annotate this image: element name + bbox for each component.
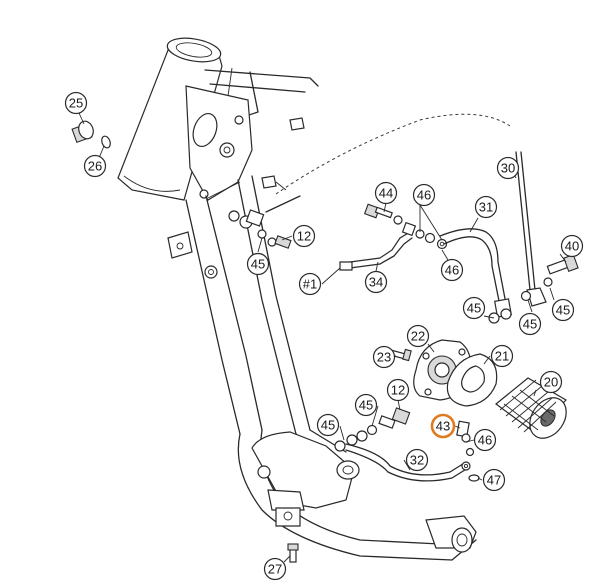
callout-45-center-mid[interactable]: 45 (518, 312, 542, 336)
callout-label: 45 (556, 303, 570, 318)
callout-label: 31 (479, 200, 493, 215)
callout-46-bottom[interactable]: 46 (473, 428, 497, 452)
callout-34[interactable]: 34 (364, 270, 388, 294)
callout-45-lower-right[interactable]: 45 (354, 393, 378, 417)
callout-46-mid[interactable]: 46 (440, 258, 464, 282)
callout-47[interactable]: 47 (482, 468, 506, 492)
callout-label: 12 (297, 229, 311, 244)
callout-22[interactable]: 22 (406, 324, 430, 348)
callouts: 25 26 44 46 31 30 12 45 46 40 #1 34 45 4… (64, 91, 584, 581)
callout-label: 23 (377, 350, 391, 365)
callout-label: 40 (565, 239, 579, 254)
callout-32[interactable]: 32 (405, 448, 429, 472)
callout-label: 34 (369, 275, 383, 290)
callout-label: 45 (251, 257, 265, 272)
callout-45-head[interactable]: 45 (246, 252, 270, 276)
callout-21[interactable]: 21 (490, 344, 514, 368)
callout-label: 46 (445, 263, 459, 278)
callout-45-left-mid[interactable]: 45 (462, 296, 486, 320)
callout-label: 32 (410, 453, 424, 468)
callout-31[interactable]: 31 (474, 195, 498, 219)
callout-label: 30 (501, 161, 515, 176)
callout-label: 22 (411, 329, 425, 344)
callout-26[interactable]: 26 (83, 154, 107, 178)
callout-label: 45 (523, 317, 537, 332)
callout-label: 21 (495, 349, 509, 364)
callout-label: 46 (417, 188, 431, 203)
callout-40[interactable]: 40 (560, 234, 584, 258)
callout-label: 20 (544, 375, 558, 390)
callout-20[interactable]: 20 (539, 370, 563, 394)
callout-label: 46 (478, 433, 492, 448)
callout-label: #1 (303, 277, 317, 292)
callout-45-lower-left[interactable]: 45 (316, 413, 340, 437)
callout-label: 45 (467, 301, 481, 316)
callout-label: 47 (487, 473, 501, 488)
callout-label: 45 (321, 418, 335, 433)
callout-label: 12 (391, 383, 405, 398)
callout-25[interactable]: 25 (64, 91, 88, 115)
callout-44[interactable]: 44 (374, 181, 398, 205)
callout-46-top[interactable]: 46 (412, 183, 436, 207)
callout-12-bottom[interactable]: 12 (386, 378, 410, 402)
callout-43-highlighted[interactable]: 43 (430, 413, 456, 439)
callout-label: 45 (359, 398, 373, 413)
callout-27[interactable]: 27 (263, 557, 287, 581)
frame-drawing (117, 37, 477, 563)
callout-45-right-mid[interactable]: 45 (551, 298, 575, 322)
callout-label: 44 (379, 186, 393, 201)
callout-30[interactable]: 30 (496, 156, 520, 180)
callout-ref-1[interactable]: #1 (298, 272, 322, 296)
callout-label: 43 (436, 419, 450, 434)
callout-label: 27 (268, 562, 282, 577)
callout-12-top[interactable]: 12 (292, 224, 316, 248)
callout-label: 26 (88, 159, 102, 174)
callout-23[interactable]: 23 (372, 345, 396, 369)
callout-label: 25 (69, 96, 83, 111)
